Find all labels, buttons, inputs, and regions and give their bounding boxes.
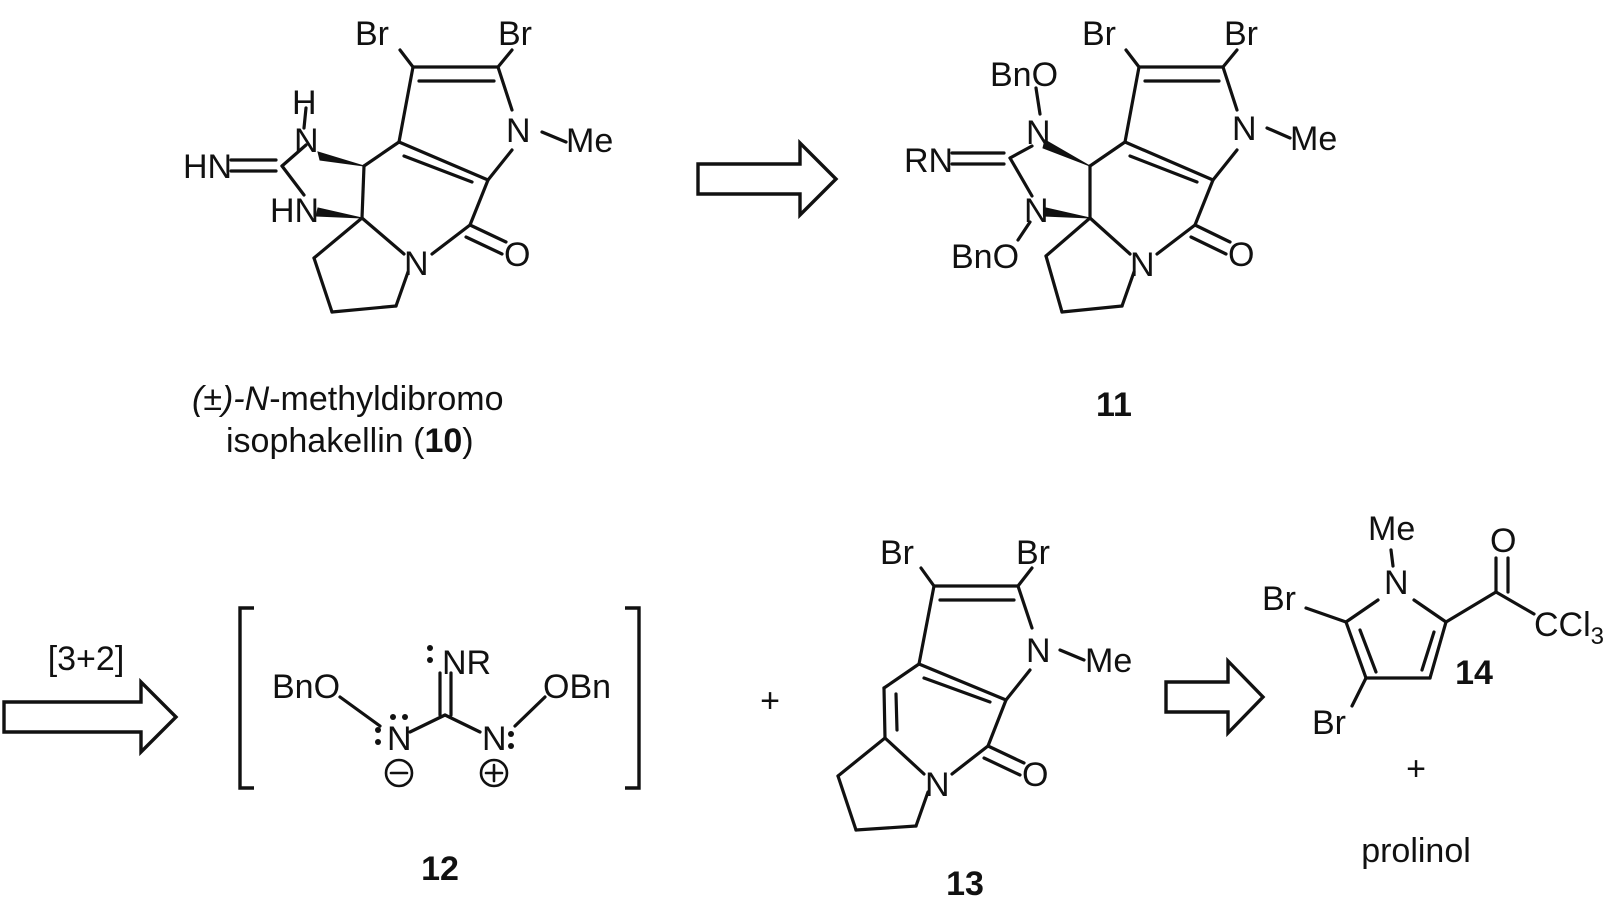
nitrogen-label: N	[1026, 632, 1051, 670]
lone-pair-dot	[508, 731, 514, 737]
bromine-label: Br	[1262, 580, 1296, 618]
svg-text:isophakellin (10): isophakellin (10)	[226, 422, 474, 460]
lone-pair-dot	[375, 739, 381, 745]
bromine-label: Br	[1224, 15, 1258, 53]
plus-sign: +	[1406, 750, 1426, 788]
bromine-label: Br	[355, 15, 389, 53]
nitrogen-label: N	[294, 122, 319, 160]
retrosynthesis-arrow	[1164, 656, 1266, 738]
methyl-label: Me	[1290, 120, 1337, 158]
nitrogen-label: N	[506, 112, 531, 150]
nitrogen-label: N	[925, 766, 950, 804]
oxygen-label: O	[1490, 522, 1516, 560]
lone-pair-dot	[402, 714, 408, 720]
lone-pair-dot	[390, 714, 396, 720]
retrosynthesis-arrow	[2, 677, 179, 757]
benzyloxy-label: OBn	[543, 668, 611, 706]
compound-10-caption: (±)-N-methyldibromo isophakellin (10)	[192, 380, 504, 460]
benzyloxy-label: BnO	[990, 56, 1058, 94]
nitrogen-label: N	[1384, 564, 1409, 602]
nitrogen-label: N	[387, 720, 412, 758]
svg-text:(±)-N-methyldibromo: (±)-N-methyldibromo	[192, 380, 504, 418]
trichloromethyl-label: CCl3	[1534, 606, 1604, 650]
nr-label: NR	[442, 644, 491, 682]
bromine-label: Br	[1016, 534, 1050, 572]
compound-13-number: 13	[946, 865, 984, 903]
lone-pair-dot	[427, 645, 433, 651]
nitrogen-label: N	[1024, 192, 1049, 230]
benzyloxy-label: BnO	[951, 238, 1019, 276]
right-bracket	[625, 606, 641, 790]
nitrogen-label: N	[1232, 110, 1257, 148]
oxygen-label: O	[504, 236, 530, 274]
lone-pair-dot	[375, 727, 381, 733]
hydrogen-label: H	[292, 84, 317, 122]
compound-11-structure: Br Br BnO N RN N BnO N Me N O	[904, 15, 1337, 314]
methyl-label: Me	[1368, 510, 1415, 548]
cycloaddition-label: [3+2]	[48, 640, 125, 678]
rn-label: RN	[904, 142, 953, 180]
methyl-label: Me	[566, 122, 613, 160]
positive-charge-icon	[479, 758, 509, 788]
lone-pair-dot	[508, 743, 514, 749]
oxygen-label: O	[1228, 236, 1254, 274]
bromine-label: Br	[880, 534, 914, 572]
compound-12-number: 12	[421, 850, 459, 888]
lone-pair-dot	[427, 657, 433, 663]
dipole-12: NR BnO OBn N N	[238, 606, 641, 790]
nitrogen-label: N	[404, 245, 429, 283]
retrosynthesis-arrow	[696, 138, 839, 220]
imine-label: HN	[183, 148, 232, 186]
methyl-label: Me	[1085, 642, 1132, 680]
left-bracket	[238, 606, 254, 790]
negative-charge-icon	[384, 758, 414, 788]
compound-13-structure: Br Br N Me N O	[836, 534, 1132, 832]
plus-sign: +	[760, 682, 780, 720]
nitrogen-label: N	[1026, 114, 1051, 152]
nitrogen-label: N	[1130, 246, 1155, 284]
compound-14-structure: Me N O CCl3 Br Br	[1262, 510, 1604, 742]
compound-11-number: 11	[1096, 386, 1132, 424]
bromine-label: Br	[1082, 15, 1116, 53]
bromine-label: Br	[498, 15, 532, 53]
oxygen-label: O	[1022, 756, 1048, 794]
amine-label: HN	[270, 192, 319, 230]
compound-10-structure: Br Br H N HN HN N Me N O	[183, 15, 613, 314]
nitrogen-label: N	[482, 720, 507, 758]
prolinol-label: prolinol	[1361, 832, 1471, 870]
compound-14-number: 14	[1455, 654, 1493, 692]
bromine-label: Br	[1312, 704, 1346, 742]
benzyloxy-label: BnO	[272, 668, 340, 706]
